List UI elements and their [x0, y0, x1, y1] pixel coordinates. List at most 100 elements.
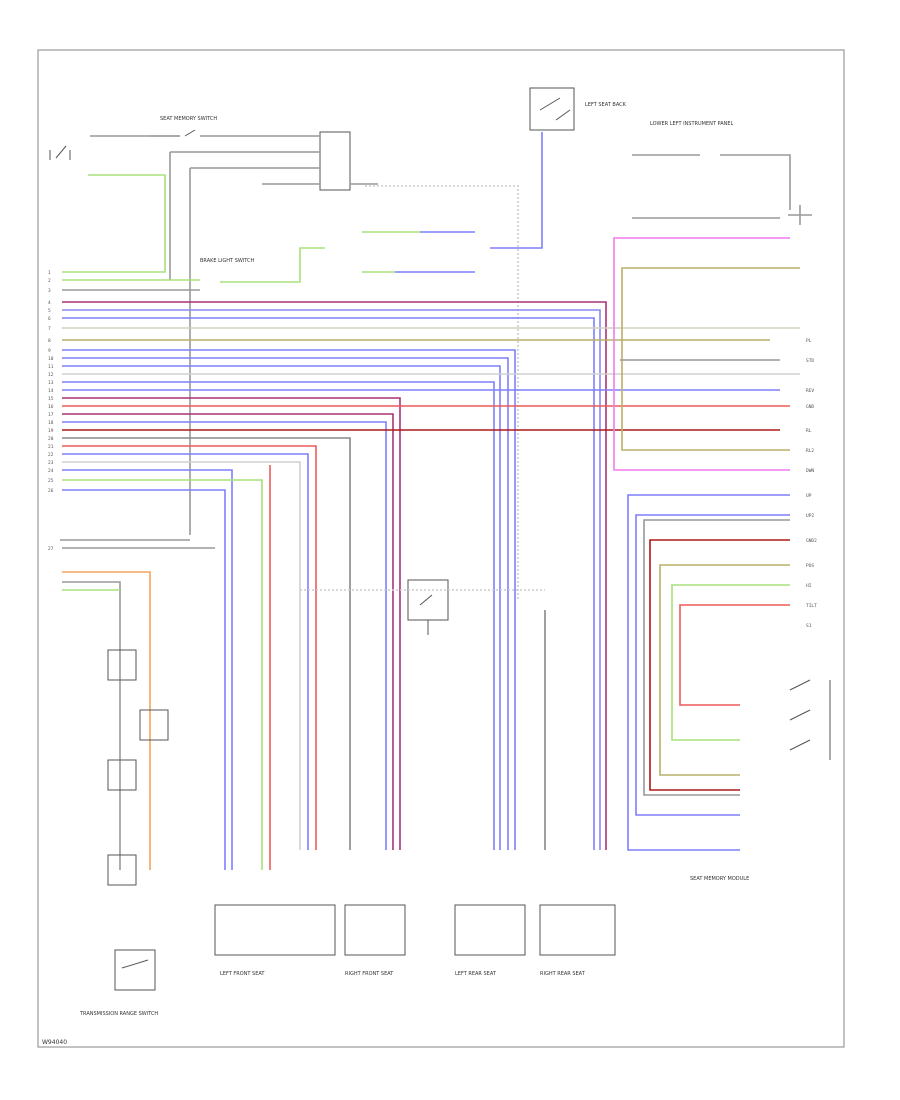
wire-bus-12: [62, 381, 495, 850]
right-pin-label: TILT: [806, 603, 817, 609]
connector-left-front: [214, 904, 336, 956]
sensor-block-3: [107, 759, 137, 791]
left-pin-number: 6: [48, 316, 51, 322]
left-pin-number: 5: [48, 308, 51, 314]
right-pin-label: S1: [806, 623, 812, 629]
wire-top-right-block: [788, 205, 812, 225]
caption-seat-memory-switch: SEAT MEMORY SWITCH: [160, 116, 217, 122]
left-pin-number: 3: [48, 288, 51, 294]
left-pin-number: 22: [48, 452, 54, 458]
wire-bus-8: [62, 349, 516, 850]
left-pin-number: 12: [48, 372, 54, 378]
left-pin-number: 23: [48, 460, 54, 466]
wire-right-green: [671, 584, 790, 741]
wire-bus-20: [62, 445, 317, 850]
right-pin-label: UP: [806, 493, 812, 499]
left-pin-numbers: 1234567891011121314151617181920212223242…: [48, 270, 54, 552]
wire-bus-22: [62, 461, 301, 850]
left-pin-number: 7: [48, 326, 51, 332]
wire-top-dotted: [365, 185, 519, 600]
sensor-block-2: [139, 709, 169, 741]
wire-bus-9: [62, 357, 509, 850]
right-pin-label: RL: [806, 428, 812, 434]
left-pin-number: 13: [48, 380, 54, 386]
wire-bus-4: [62, 309, 601, 850]
caption-seat-memory-module: SEAT MEMORY MODULE: [690, 876, 749, 882]
wire-right-blue-2: [635, 514, 790, 816]
wire-bus-orange: [62, 571, 151, 870]
right-pin-label: RL2: [806, 448, 814, 454]
center-switch-block: [407, 579, 449, 621]
memory-switch-contact: [539, 97, 571, 121]
right-pin-label: POS: [806, 563, 814, 569]
wire-top-3: [169, 151, 320, 280]
left-pin-number: 17: [48, 412, 54, 418]
ignition-switch-symbol: [49, 145, 71, 160]
relay-block: [319, 131, 351, 191]
wire-bus-27: [62, 581, 121, 870]
wire-right-blue-1: [627, 494, 790, 851]
left-pin-number: 11: [48, 364, 54, 370]
wire-bus-14: [62, 397, 401, 850]
brake-switch-symbol: [150, 129, 196, 137]
caption-right-front-seat: RIGHT FRONT SEAT: [345, 971, 394, 977]
wire-bus-19: [62, 437, 351, 850]
connector-left-rear: [454, 904, 526, 956]
wire-bus-5: [62, 317, 595, 850]
left-pin-number: 20: [48, 436, 54, 442]
right-pin-label: STD: [806, 358, 814, 364]
wire-right-dkred: [649, 539, 790, 791]
wire-bus-24: [62, 479, 263, 870]
center-switch-symbol: [419, 594, 433, 635]
caption-left-seat-back: LEFT SEAT BACK: [585, 102, 627, 108]
memory-switch-box: [529, 87, 575, 131]
sensor-block-4: [107, 854, 137, 886]
diagram-frame: [37, 49, 845, 1048]
wire-bus-16: [62, 413, 394, 850]
left-pin-number: 25: [48, 478, 54, 484]
wire-right-red: [679, 604, 790, 706]
wire-bus-23: [62, 469, 233, 870]
connector-right-rear: [539, 904, 616, 956]
figure-id: W94040: [42, 1039, 67, 1046]
wire-top-8: [720, 154, 791, 210]
wire-right-pink: [613, 237, 790, 471]
connector-right-front: [344, 904, 406, 956]
left-pin-number: 18: [48, 420, 54, 426]
wire-right-olive: [621, 267, 800, 451]
sensor-block-1: [107, 649, 137, 681]
wire-top-4: [60, 167, 320, 541]
wire-bus-21: [62, 453, 309, 850]
caption-trans-range-switch: TRANSMISSION RANGE SWITCH: [79, 1011, 158, 1017]
module-switch-contacts: [789, 679, 831, 760]
left-pin-number: 19: [48, 428, 54, 434]
right-pin-label: UP2: [806, 513, 814, 519]
right-pin-label: DWN: [806, 468, 814, 474]
wire-top-green-2: [220, 247, 325, 283]
left-pin-number: 8: [48, 338, 51, 344]
wire-right-olive-2: [659, 564, 790, 776]
left-pin-number: 2: [48, 278, 51, 284]
trans-range-contact: [121, 959, 149, 969]
right-pin-label: REV: [806, 388, 814, 394]
caption-left-front-seat: LEFT FRONT SEAT: [220, 971, 265, 977]
wire-bus-3: [62, 301, 607, 850]
right-pin-label: GND: [806, 404, 814, 410]
left-pin-number: 14: [48, 388, 54, 394]
wire-top-blue-3: [490, 132, 543, 249]
caption-lower-left-ip: LOWER LEFT INSTRUMENT PANEL: [650, 121, 734, 127]
wire-bus-17: [62, 421, 387, 850]
left-pin-number: 24: [48, 468, 54, 474]
caption-left-rear-seat: LEFT REAR SEAT: [455, 971, 497, 977]
right-pin-label: GND2: [806, 538, 817, 544]
left-pin-number: 9: [48, 348, 51, 354]
left-pin-number: 16: [48, 404, 54, 410]
right-pin-label: HI: [806, 583, 812, 589]
connector-trans-range: [114, 949, 156, 991]
left-pin-number: 26: [48, 488, 54, 494]
wire-right-gray-2: [643, 519, 790, 796]
left-pin-number: 1: [48, 270, 51, 276]
wire-bus-25: [62, 489, 226, 870]
